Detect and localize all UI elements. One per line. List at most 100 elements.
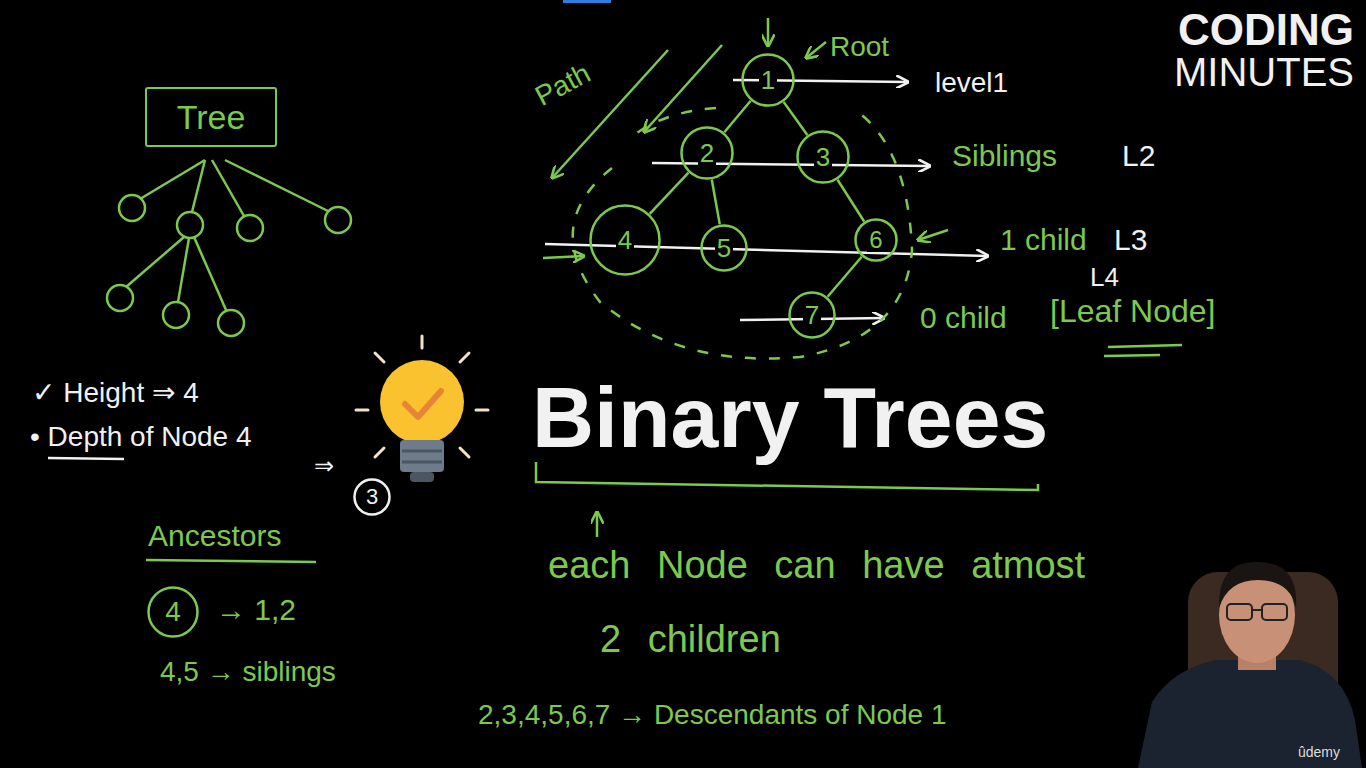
presenter-webcam [1227,604,1252,620]
lightbulb-icon [356,336,488,482]
annotation-arrow [767,18,770,46]
lightbulb-icon [460,353,469,362]
annotation: Path [529,56,596,113]
tree-edge [828,257,862,297]
lightbulb-icon [410,472,434,482]
node-label: 3 [814,144,832,170]
tree-node: 1 [741,53,795,107]
level-line [545,244,988,256]
node-label: 4 [163,598,183,626]
generic-tree-sketch [237,215,263,241]
note: 4,5 → siblings [160,655,336,689]
tree-edge [724,101,750,133]
node-label: 1 [759,67,777,93]
generic-tree-sketch [225,160,328,211]
underline [1108,345,1182,347]
node-outline [591,206,660,275]
note: → 1,2 [216,592,296,628]
generic-tree-sketch [178,238,189,302]
lightbulb-icon [375,353,384,362]
lightbulb-icon [356,336,488,457]
tree-node: 4 [589,204,661,276]
presenter-webcam [1219,562,1296,608]
tree-node: 3 [796,130,850,184]
generic-tree-sketch [177,212,203,238]
descendants-boundary [573,108,912,359]
level-label: level1 [935,66,1008,100]
progress-bar [563,0,611,3]
annotation-arrow [806,42,826,58]
generic-tree-sketch [325,207,351,233]
lightbulb-icon [402,450,442,453]
annotation: Root [830,30,889,64]
node-outline [355,480,390,515]
note: • Depth of Node 4 [30,420,252,454]
tree-edge [838,180,865,222]
generic-tree-sketch [126,237,184,287]
tree-node: 2 [680,126,734,180]
lightbulb-icon [402,461,442,464]
generic-tree-sketch [140,160,205,199]
circled-number: 4 [147,586,199,638]
node-label: Tree [175,100,248,134]
lightbulb-icon [400,440,444,472]
tree-box: Tree [145,87,277,147]
generic-tree-sketch [218,310,244,336]
node-label: 5 [715,235,733,261]
tree-node: 6 [854,218,898,262]
node-outline [682,128,733,179]
logo-text: MINUTES [1174,48,1354,96]
node-label: 2 [698,140,716,166]
circled-number: 3 [353,478,391,516]
presenter-webcam [1138,660,1362,768]
node-outline [149,588,198,637]
annotation-arrow [543,256,584,258]
lightbulb-icon [421,336,424,348]
descendants-boundary [628,108,716,140]
annotation: 1 child [1000,222,1087,258]
generic-tree-sketch [119,195,145,221]
lightbulb-icon [405,391,441,417]
lightbulb-icon [460,448,469,457]
node-outline [790,293,835,338]
descendants-boundary [573,112,912,359]
note-heading: Ancestors [148,518,281,554]
slide-title: Binary Trees [532,374,1048,460]
lightbulb-icon [476,409,488,412]
lightbulb-icon [356,409,368,412]
tree-node: 5 [700,224,748,272]
annotation: [Leaf Node] [1050,292,1215,330]
underline [536,462,1038,490]
generic-tree-sketch [194,237,226,310]
presenter-webcam [1252,609,1262,611]
node-outline [743,55,794,106]
arrow-symbol: ⇒ [314,452,334,481]
lightbulb-icon [380,360,464,444]
presenter-webcam [1138,562,1362,768]
annotation: Siblings [952,138,1057,174]
watermark: ûdemy [1298,744,1340,761]
level-label: L4 [1090,262,1119,293]
annotation-arrow [918,230,948,240]
level-label: L3 [1114,222,1147,258]
level-line [652,163,930,166]
underline [48,345,1182,562]
node-label: 3 [364,486,380,508]
tree-edge [712,180,720,225]
generic-tree-sketch [192,160,205,212]
node-outline [856,220,897,261]
underline [146,560,316,562]
annotation: 0 child [920,300,1007,336]
note: 2,3,4,5,6,7 → Descendants of Node 1 [478,698,947,732]
node-outline [702,226,747,271]
tree-edge [784,102,808,135]
tree-node: 7 [788,291,836,339]
note: ✓ Height ⇒ 4 [32,376,199,410]
node-outline [798,132,849,183]
node-label: 6 [867,228,884,252]
generic-tree-sketch [107,285,133,311]
level-label: L2 [1122,138,1155,174]
lightbulb-icon [375,448,384,457]
annotation-arrow [596,512,599,537]
